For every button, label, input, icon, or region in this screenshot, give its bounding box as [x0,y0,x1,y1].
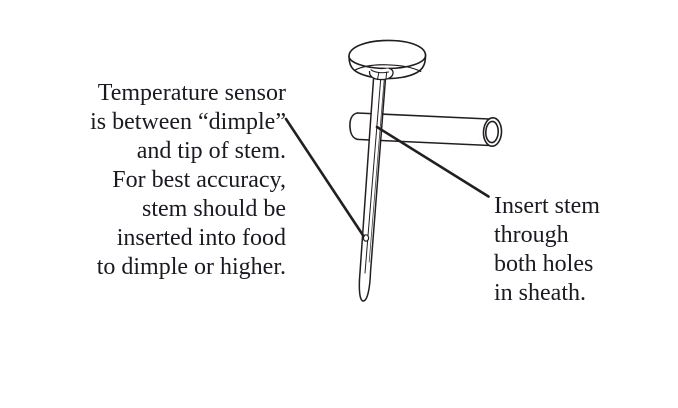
probe-stem [358,71,387,302]
temperature-sensor-callout: Temperature sensor is between “dimple” a… [90,80,286,280]
sheath-tube [349,112,503,147]
leader-line-to-sheath [375,125,490,198]
leader-line-to-dimple [284,117,365,238]
insert-stem-callout: Insert stem through both holes in sheath… [494,193,600,306]
dial-head [348,39,427,81]
sheath-open-end-inner [484,120,500,144]
